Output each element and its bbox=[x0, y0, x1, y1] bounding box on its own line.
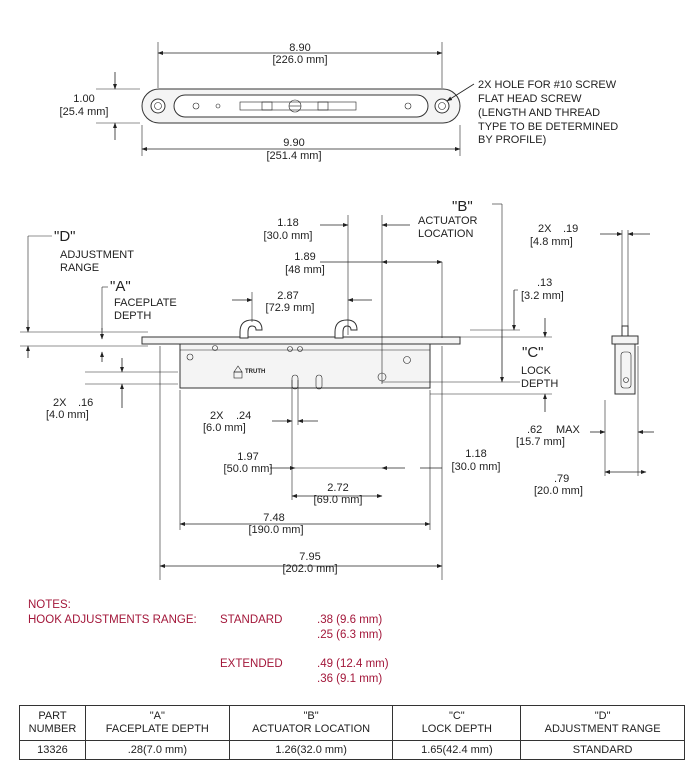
header-adjustment-range: "D"ADJUSTMENT RANGE bbox=[520, 705, 685, 741]
dim-013: .13 bbox=[537, 277, 552, 289]
cell-actuator-location: 1.26(32.0 mm) bbox=[228, 740, 394, 760]
hole-note-4: TYPE TO BE DETERMINED bbox=[478, 121, 618, 133]
end-view: 2X .19 [4.8 mm] .62 MAX [15.7 mm] .79 [2… bbox=[516, 223, 654, 497]
lock-body bbox=[179, 343, 431, 389]
label-a: "A" bbox=[110, 278, 131, 295]
faceplate bbox=[141, 336, 461, 345]
dim-197-mm: [50.0 mm] bbox=[224, 463, 273, 475]
label-b: "B" bbox=[452, 198, 473, 215]
hole-note-3: (LENGTH AND THREAD bbox=[478, 107, 600, 119]
dim-inner-length-mm: [226.0 mm] bbox=[272, 54, 327, 66]
dim-inner-length: 8.90 bbox=[289, 42, 310, 54]
cell-adjustment-range: STANDARD bbox=[520, 740, 685, 760]
notes-heading: NOTES: bbox=[28, 599, 71, 611]
dim-016-mm: [4.0 mm] bbox=[46, 409, 89, 421]
notes-standard-label: STANDARD bbox=[220, 614, 283, 626]
dim-outer-length: 9.90 bbox=[283, 137, 304, 149]
dim-062-suffix: MAX bbox=[556, 424, 581, 436]
cell-part-number: 13326 bbox=[19, 740, 86, 760]
hole-note-1: 2X HOLE FOR #10 SCREW bbox=[478, 79, 617, 91]
cell-lock-depth: 1.65(42.4 mm) bbox=[392, 740, 522, 760]
notes-standard-value-1: .38 (9.6 mm) bbox=[317, 614, 383, 626]
dim-118-bot: 1.18 bbox=[465, 448, 486, 460]
screw-hole-right bbox=[434, 98, 450, 114]
label-d-text-2: RANGE bbox=[60, 262, 99, 274]
screw-hole-left bbox=[150, 98, 166, 114]
dim-height-mm: [25.4 mm] bbox=[60, 106, 109, 118]
dim-024-mm: [6.0 mm] bbox=[203, 422, 246, 434]
notes-standard-value-2: .25 (6.3 mm) bbox=[317, 629, 383, 641]
dim-013-mm: [3.2 mm] bbox=[521, 290, 564, 302]
side-view: "D" ADJUSTMENT RANGE "A" FACEPLATE DEPTH… bbox=[20, 198, 564, 580]
brand-logo-text: TRUTH bbox=[245, 369, 265, 375]
dim-272-mm: [69.0 mm] bbox=[314, 494, 363, 506]
header-lock-depth: "C"LOCK DEPTH bbox=[392, 705, 522, 741]
hook-right bbox=[334, 319, 358, 339]
dim-079: .79 bbox=[554, 473, 569, 485]
dim-019-prefix: 2X bbox=[538, 223, 552, 235]
hole-note-2: FLAT HEAD SCREW bbox=[478, 93, 582, 105]
notes-hook-label: HOOK ADJUSTMENTS RANGE: bbox=[28, 614, 197, 626]
dim-795: 7.95 bbox=[299, 551, 320, 563]
dim-795-mm: [202.0 mm] bbox=[282, 563, 337, 575]
hole-note-5: BY PROFILE) bbox=[478, 134, 546, 146]
dim-016-prefix: 2X bbox=[53, 397, 67, 409]
label-c: "C" bbox=[522, 344, 543, 361]
top-view: 8.90 [226.0 mm] 1.00 [25.4 mm] 9.90 [251… bbox=[60, 42, 618, 162]
dim-019: .19 bbox=[563, 223, 578, 235]
label-c-text-1: LOCK bbox=[521, 365, 552, 377]
dim-287-mm: [72.9 mm] bbox=[266, 302, 315, 314]
header-actuator-location: "B"ACTUATOR LOCATION bbox=[228, 705, 394, 741]
dim-197: 1.97 bbox=[237, 451, 258, 463]
hook-left bbox=[239, 319, 263, 339]
end-view-pin bbox=[621, 325, 629, 337]
end-view-faceplate bbox=[611, 335, 639, 345]
dim-272: 2.72 bbox=[327, 482, 348, 494]
label-d: "D" bbox=[54, 228, 75, 245]
label-c-text-2: DEPTH bbox=[521, 378, 558, 390]
cell-faceplate-depth: .28(7.0 mm) bbox=[84, 740, 230, 760]
dim-outer-length-mm: [251.4 mm] bbox=[266, 150, 321, 162]
label-b-text-2: LOCATION bbox=[418, 228, 473, 240]
end-view-body bbox=[614, 343, 636, 395]
dim-079-mm: [20.0 mm] bbox=[534, 485, 583, 497]
notes-extended-value-1: .49 (12.4 mm) bbox=[317, 658, 389, 670]
label-d-text-1: ADJUSTMENT bbox=[60, 249, 134, 261]
dim-189: 1.89 bbox=[294, 251, 315, 263]
dim-024: .24 bbox=[236, 410, 251, 422]
dim-062-mm: [15.7 mm] bbox=[516, 436, 565, 448]
dim-748-mm: [190.0 mm] bbox=[248, 524, 303, 536]
dim-118-top: 1.18 bbox=[277, 217, 298, 229]
dim-062: .62 bbox=[527, 424, 542, 436]
label-b-text-1: ACTUATOR bbox=[418, 215, 478, 227]
dim-016: .16 bbox=[78, 397, 93, 409]
label-a-text-1: FACEPLATE bbox=[114, 297, 177, 309]
dim-height: 1.00 bbox=[73, 93, 94, 105]
dim-024-prefix: 2X bbox=[210, 410, 224, 422]
header-faceplate-depth: "A"FACEPLATE DEPTH bbox=[84, 705, 230, 741]
table-row: 13326 .28(7.0 mm) 1.26(32.0 mm) 1.65(42.… bbox=[19, 740, 685, 760]
dim-189-mm: [48 mm] bbox=[285, 264, 325, 276]
label-a-text-2: DEPTH bbox=[114, 310, 151, 322]
notes-extended-value-2: .36 (9.1 mm) bbox=[317, 673, 383, 685]
dim-748: 7.48 bbox=[263, 512, 284, 524]
dim-118-bot-mm: [30.0 mm] bbox=[452, 461, 501, 473]
technical-drawing: 8.90 [226.0 mm] 1.00 [25.4 mm] 9.90 [251… bbox=[20, 42, 654, 580]
dim-287: 2.87 bbox=[277, 290, 298, 302]
dim-118-top-mm: [30.0 mm] bbox=[264, 230, 313, 242]
notes-extended-label: EXTENDED bbox=[220, 658, 283, 670]
dim-019-mm: [4.8 mm] bbox=[530, 236, 573, 248]
